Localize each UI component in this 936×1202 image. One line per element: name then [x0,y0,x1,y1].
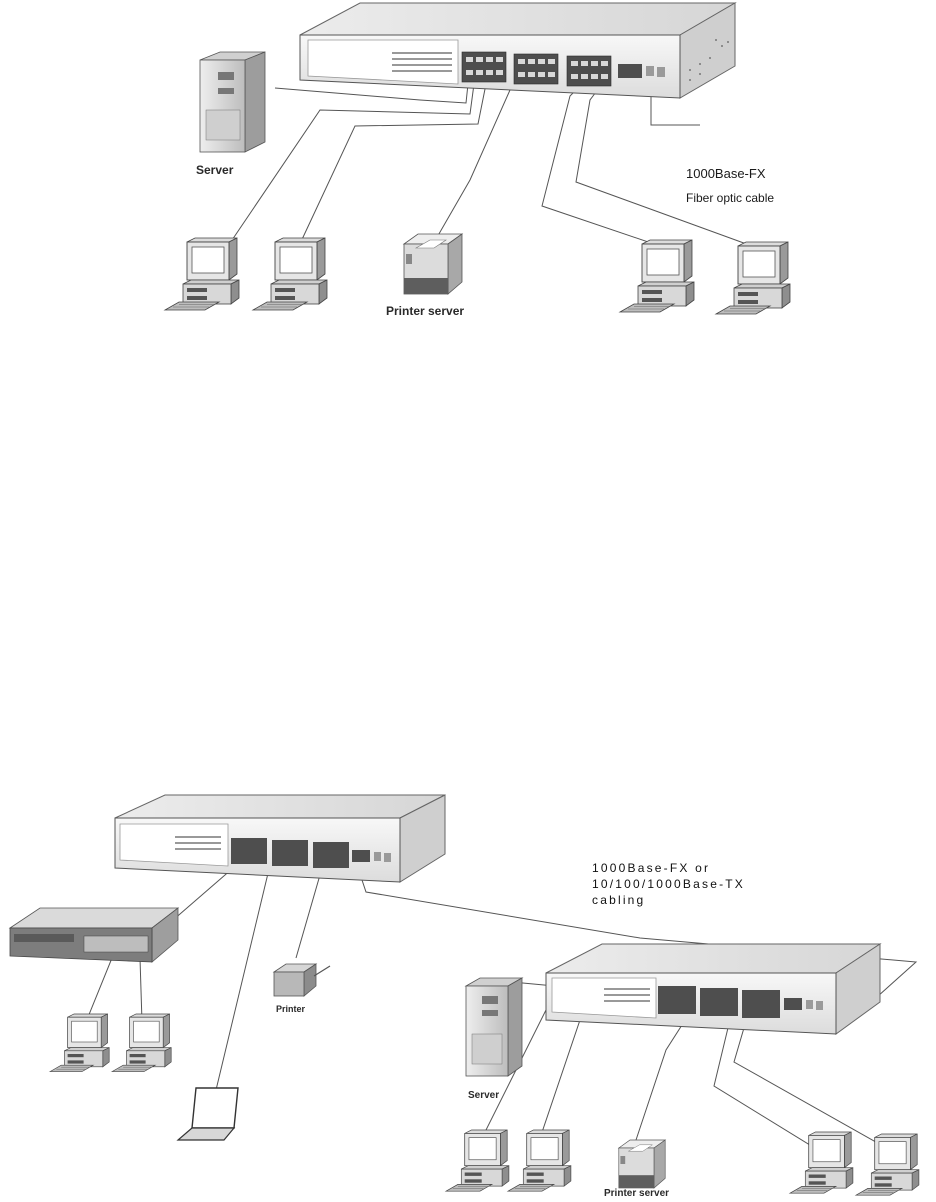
cable-laptop [215,864,271,1091]
cable-pc-1 [227,83,475,247]
printer-label: Printer [276,1004,306,1014]
server-label: Server [468,1090,499,1101]
printer-server-icon [617,1139,667,1189]
switch-icon [545,943,882,1035]
desktop-pc-icon [48,1013,110,1072]
cables [227,83,753,249]
cable-hub-pc-2 [139,957,143,1023]
laptop-icon [176,1087,239,1141]
desktop-pc-icon [506,1129,572,1192]
cable-printer-server [431,83,521,247]
desktop-pc-icon [788,1131,854,1194]
printer-server-label: Printer server [386,304,464,318]
hub-icon [8,907,180,963]
server-label: Server [196,163,234,177]
fiber-cable [650,88,700,126]
desktop-pc-icon [714,241,791,315]
server-icon [464,977,524,1077]
desktop-pc-icon [444,1129,510,1192]
cable-server [274,83,469,104]
server-icon [199,51,266,153]
desktop-pc-icon [163,237,240,311]
uplink-cable-label: Fiber optic cable [686,191,774,205]
cable-pc-2 [297,83,487,249]
cable-printer [295,867,323,959]
printer-icon [272,963,331,997]
cabling-label-line-1: 1000Base-FX or [592,861,710,875]
cable-pc-4 [575,91,753,247]
diagram-2: Printer Server [8,794,920,1199]
desktop-pc-icon [618,239,695,313]
printer-server-label: Printer server [604,1188,669,1199]
cabling-label-line-3: cabling [592,893,645,907]
cabling-label-line-2: 10/100/1000Base-TX [592,877,745,891]
uplink-type-label: 1000Base-FX [686,166,766,181]
desktop-pc-icon [251,237,328,311]
switch-icon [114,794,446,883]
switch-icon [299,2,737,99]
desktop-pc-icon [110,1013,172,1072]
cable-pc-3 [541,91,661,247]
desktop-pc-icon [854,1133,920,1196]
diagram-1: Server Printer server 1000Base-FX Fiber … [163,2,791,318]
printer-server-icon [402,233,464,295]
